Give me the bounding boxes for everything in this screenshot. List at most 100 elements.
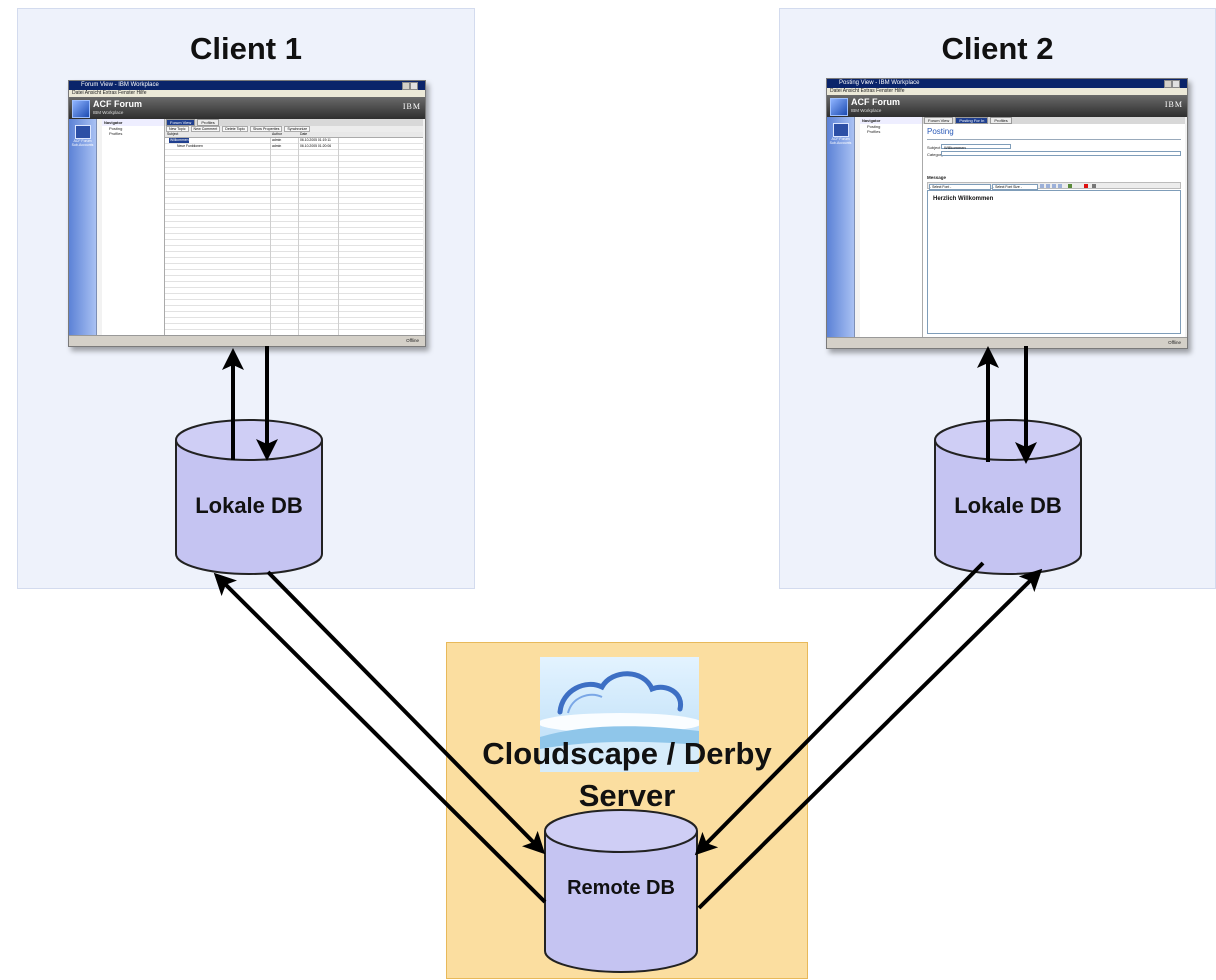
image-icon[interactable] [1068, 184, 1072, 188]
minimize-button[interactable] [402, 82, 410, 90]
show-properties-button[interactable]: Show Properties [250, 126, 283, 132]
minimize-button[interactable] [1164, 80, 1172, 88]
switcher-sidebar: ACF Forum Sub-Accounts [69, 119, 97, 336]
tab-bar: Forum View Posting For In Profiles [923, 117, 1185, 124]
nav-item-profiles[interactable]: Profiles [867, 129, 881, 134]
local-db-1: Lokale DB [174, 418, 324, 578]
database-icon [175, 419, 323, 575]
form-title: Posting [927, 127, 954, 136]
app-icon [830, 98, 848, 116]
tab-posting[interactable]: Posting For In [955, 117, 989, 124]
arrow-remote-to-db2 [697, 568, 1043, 910]
row-date: 06.10.2005 01:19:11 [300, 138, 331, 142]
new-topic-button[interactable]: New Topic [166, 126, 189, 132]
tab-bar: Forum View Profiles [165, 119, 423, 126]
font-select[interactable]: - Select Font - [929, 184, 991, 190]
cloud-icon [538, 657, 702, 772]
nav-item-posting[interactable]: Posting [109, 126, 123, 131]
subject-field[interactable]: Willkommen [941, 144, 1011, 150]
client-2-screenshot: Posting View - IBM Workplace Datei Ansic… [826, 78, 1188, 349]
tab-forum-view[interactable]: Forum View [924, 117, 954, 124]
navigator-panel: Navigator Posting Profiles [102, 119, 165, 336]
font-size-select[interactable]: - Select Font Size - [992, 184, 1038, 190]
row-author: admin [272, 144, 282, 148]
tab-profiles[interactable]: Profiles [990, 117, 1012, 124]
arrow-remote-to-db1 [213, 572, 547, 904]
menu-bar[interactable]: Datei Ansicht Extras Fenster Hilfe [827, 88, 1187, 95]
underline-icon[interactable] [1052, 184, 1056, 188]
client-2-title: Client 2 [941, 31, 1054, 66]
database-icon [934, 419, 1082, 575]
row-date: 06.10.2005 01:20:06 [300, 144, 332, 148]
tab-profiles[interactable]: Profiles [197, 119, 219, 126]
switcher-label: ACF Forum Sub-Accounts [829, 137, 852, 145]
forum-icon[interactable] [833, 123, 849, 137]
table-header: Subject Author Date [165, 132, 423, 138]
row-subject: Neue Funktionen [177, 144, 203, 148]
brand-logo: IBM [402, 102, 421, 111]
local-db-2: Lokale DB [933, 418, 1083, 578]
forum-view: Forum View Profiles New Topic New Commen… [165, 119, 423, 336]
column-author[interactable]: Author [272, 132, 282, 136]
italic-icon[interactable] [1046, 184, 1050, 188]
nav-item-posting[interactable]: Posting [867, 124, 881, 129]
link-icon[interactable] [1058, 184, 1062, 188]
app-icon [72, 100, 90, 118]
window-title: Forum View - IBM Workplace [69, 81, 425, 90]
menu-bar[interactable]: Datei Ansicht Extras Fenster Hilfe [69, 90, 425, 97]
message-editor[interactable]: Herzlich Willkommen [927, 190, 1181, 334]
print-icon[interactable] [1092, 184, 1096, 188]
app-subtitle: IBM Workplace [851, 108, 882, 113]
table-row[interactable]: Neue Funktionen admin 06.10.2005 01:20:0… [165, 144, 423, 149]
server-title-line-1: Cloudscape / Derby [482, 736, 772, 771]
local-db-2-label: Lokale DB [954, 493, 1062, 518]
client-1-title: Client 1 [190, 31, 302, 66]
row-subject: Willkommen [169, 138, 190, 143]
synchronize-button[interactable]: Synchronize [284, 126, 311, 132]
status-bar: Offline [827, 337, 1187, 348]
table-row[interactable]: Willkommen admin 06.10.2005 01:19:11 [165, 138, 423, 143]
cloud-logo [538, 657, 702, 772]
topic-table: Subject Author Date Willkommen admin 06.… [165, 132, 423, 336]
color-icon[interactable] [1084, 184, 1088, 188]
app-title: ACF Forum [851, 97, 900, 107]
app-title: ACF Forum [93, 99, 142, 109]
local-db-1-label: Lokale DB [195, 493, 303, 518]
switcher-label: ACF Forum Sub-Accounts [71, 139, 94, 147]
posting-editor: Forum View Posting For In Profiles Posti… [923, 117, 1185, 338]
message-body: Herzlich Willkommen [933, 196, 994, 202]
column-subject[interactable]: Subject [167, 132, 179, 136]
forum-toolbar: New Topic New Comment Delete Topic Show … [165, 126, 423, 132]
column-date[interactable]: Date [300, 132, 308, 136]
close-button[interactable] [410, 82, 418, 90]
nav-item-profiles[interactable]: Profiles [109, 131, 123, 136]
close-button[interactable] [1172, 80, 1180, 88]
category-select[interactable] [941, 151, 1181, 156]
remote-db: Remote DB [543, 809, 699, 975]
app-banner: ACF Forum IBM Workplace IBM [827, 95, 1187, 117]
row-author: admin [272, 138, 282, 142]
status-bar: Offline [69, 335, 425, 346]
navigator-heading: Navigator [860, 117, 922, 124]
server-title-line-2: Server [578, 778, 676, 813]
brand-logo: IBM [1164, 100, 1183, 109]
app-banner: ACF Forum IBM Workplace IBM [69, 97, 425, 119]
bold-icon[interactable] [1040, 184, 1044, 188]
window-title: Posting View - IBM Workplace [827, 79, 1187, 88]
navigator-panel: Navigator Posting Profiles [860, 117, 923, 338]
switcher-sidebar: ACF Forum Sub-Accounts [827, 117, 855, 338]
new-comment-button[interactable]: New Comment [190, 126, 221, 132]
arrow-db2-to-remote [694, 561, 985, 856]
forum-icon[interactable] [75, 125, 91, 139]
tab-forum-view[interactable]: Forum View [166, 119, 196, 126]
client-1-screenshot: Forum View - IBM Workplace Datei Ansicht… [68, 80, 426, 347]
category-label: Category [927, 152, 944, 157]
database-icon [544, 809, 698, 973]
editor-toolbar: - Select Font - - Select Font Size - [927, 182, 1181, 190]
remote-db-label: Remote DB [567, 877, 675, 899]
delete-topic-button[interactable]: Delete Topic [222, 126, 248, 132]
arrow-db1-to-remote [266, 570, 546, 855]
app-subtitle: IBM Workplace [93, 110, 124, 115]
divider [927, 139, 1181, 140]
